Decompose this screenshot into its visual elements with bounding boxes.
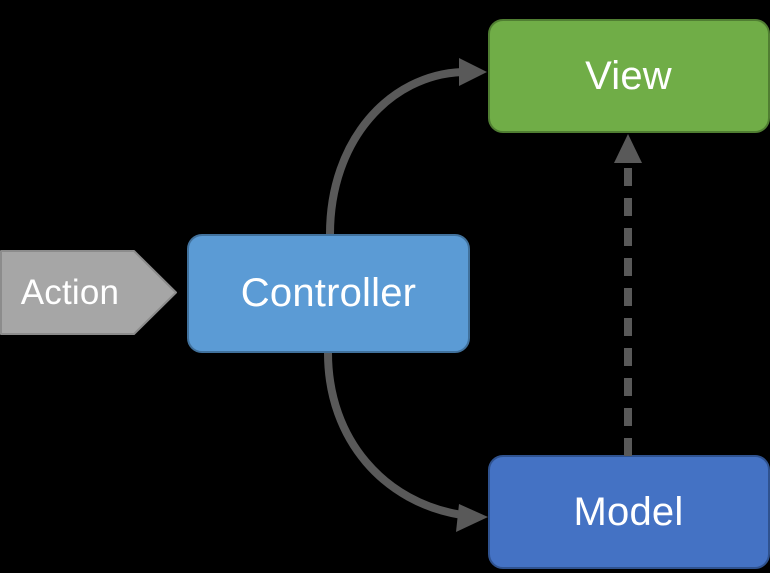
controller-to-view-connector [326,68,463,235]
controller-to-model-arrowhead [456,504,488,532]
controller-to-view-arrowhead [459,58,487,86]
controller-to-model-connector [324,352,463,519]
model-to-view-arrowhead [614,134,642,163]
view-node-shape[interactable] [488,19,770,133]
action-arrow-shape [0,250,177,335]
model-node-shape[interactable] [488,455,770,569]
controller-node-shape[interactable] [187,234,470,353]
